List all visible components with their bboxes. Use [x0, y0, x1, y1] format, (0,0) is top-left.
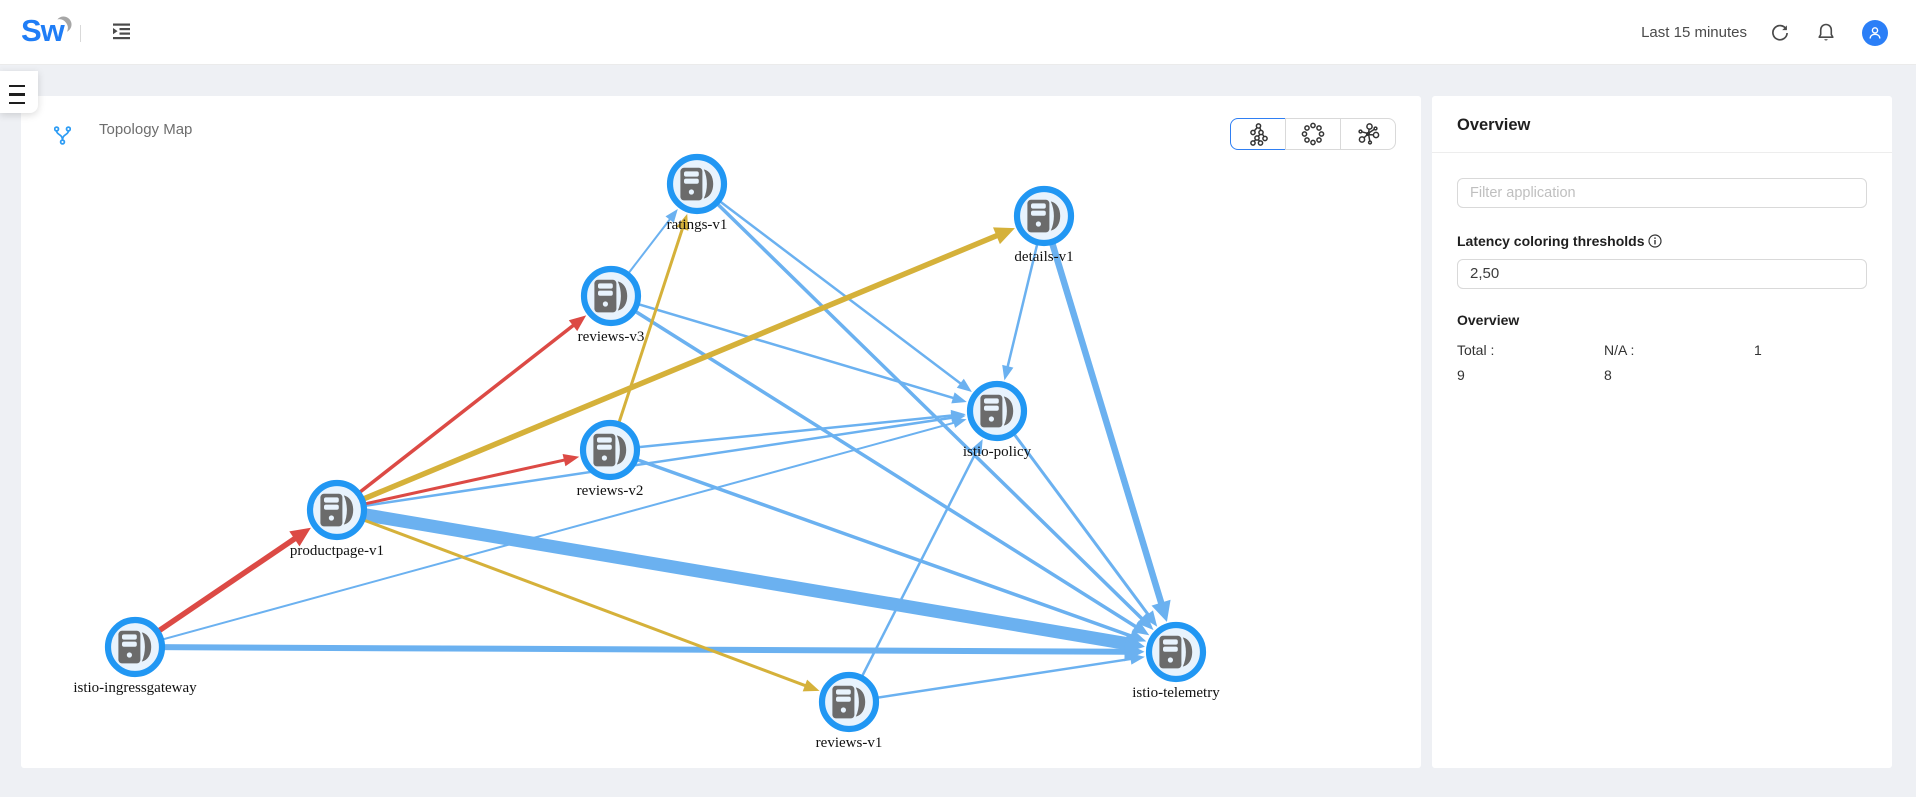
svg-text:reviews-v1: reviews-v1	[816, 735, 883, 751]
svg-text:istio-ingressgateway: istio-ingressgateway	[73, 680, 197, 696]
svg-text:ratings-v1: ratings-v1	[667, 217, 728, 233]
svg-text:istio-telemetry: istio-telemetry	[1132, 685, 1220, 701]
svg-text:istio-policy: istio-policy	[963, 444, 1032, 460]
svg-text:details-v1: details-v1	[1014, 249, 1073, 265]
svg-text:reviews-v2: reviews-v2	[577, 483, 644, 499]
svg-text:productpage-v1: productpage-v1	[290, 543, 384, 559]
svg-text:reviews-v3: reviews-v3	[578, 329, 645, 345]
